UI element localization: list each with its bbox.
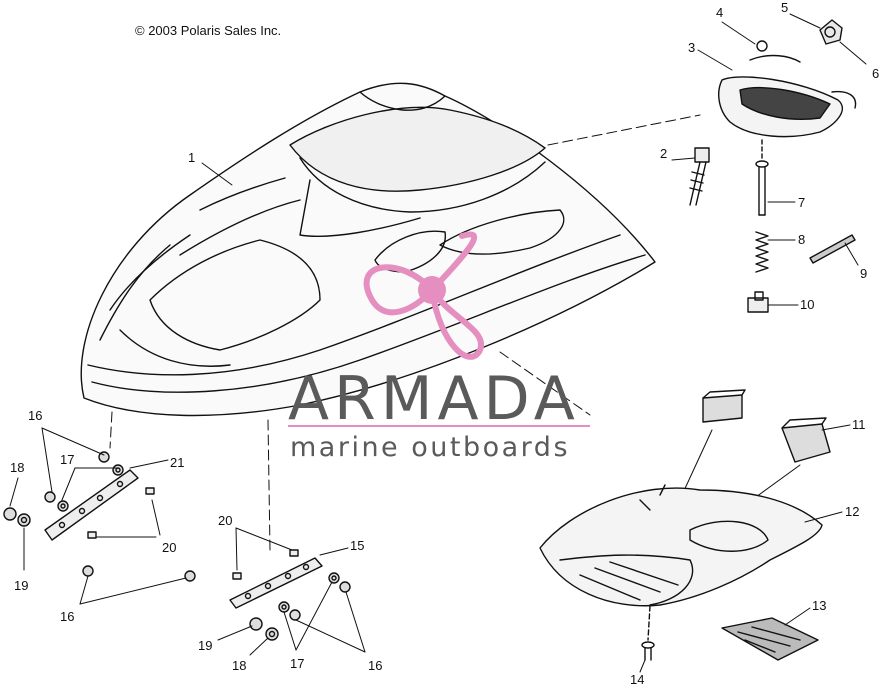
callout-19a: 19 bbox=[14, 578, 28, 593]
callout-21: 21 bbox=[170, 455, 184, 470]
headlight-part bbox=[718, 40, 857, 138]
bulb-part bbox=[819, 19, 843, 45]
watermark-subtitle: marine outboards bbox=[290, 432, 571, 463]
screen-plate-part bbox=[721, 617, 819, 661]
callout-12: 12 bbox=[845, 504, 859, 519]
callout-labels: 1 2 3 4 5 6 7 8 9 10 11 12 13 14 15 16 1… bbox=[10, 0, 879, 684]
callout-17b: 17 bbox=[290, 656, 304, 671]
callout-14: 14 bbox=[630, 672, 644, 684]
fastener-part bbox=[641, 641, 655, 661]
callout-5: 5 bbox=[781, 0, 788, 15]
callout-4: 4 bbox=[716, 5, 723, 20]
wire-part bbox=[809, 234, 856, 264]
bracket-left-part bbox=[44, 469, 139, 541]
callout-3: 3 bbox=[688, 40, 695, 55]
lower-pan-part bbox=[539, 484, 823, 641]
watermark-title: ARMADA bbox=[288, 364, 580, 434]
callout-9: 9 bbox=[860, 266, 867, 281]
watermark-divider bbox=[288, 425, 590, 427]
callout-15: 15 bbox=[350, 538, 364, 553]
screw-washer-set bbox=[3, 507, 279, 641]
nut-washer-set bbox=[44, 451, 351, 621]
adjust-screw-part bbox=[689, 147, 710, 206]
foam-block-part bbox=[702, 389, 831, 463]
callout-2: 2 bbox=[660, 146, 667, 161]
callout-19b: 19 bbox=[198, 638, 212, 653]
callout-18a: 18 bbox=[10, 460, 24, 475]
callout-11: 11 bbox=[852, 417, 866, 432]
callout-18b: 18 bbox=[232, 658, 246, 673]
callout-20a: 20 bbox=[218, 513, 232, 528]
watermark-logo-icon bbox=[363, 231, 485, 360]
callout-10: 10 bbox=[800, 297, 814, 312]
callout-8: 8 bbox=[798, 232, 805, 247]
callout-7: 7 bbox=[798, 195, 805, 210]
spring-part bbox=[755, 231, 769, 273]
callout-20b: 20 bbox=[162, 540, 176, 555]
callout-6: 6 bbox=[872, 66, 879, 81]
bracket-right-part bbox=[229, 557, 323, 609]
adjuster-nut-part bbox=[747, 291, 769, 313]
bolt-part bbox=[755, 139, 769, 216]
hood-part bbox=[80, 82, 656, 417]
callout-13: 13 bbox=[812, 598, 826, 613]
pin-set bbox=[87, 487, 299, 580]
callout-1: 1 bbox=[188, 150, 195, 165]
copyright-text: © 2003 Polaris Sales Inc. bbox=[135, 23, 282, 38]
callout-16c: 16 bbox=[368, 658, 382, 673]
callout-16a: 16 bbox=[28, 408, 42, 423]
callout-16b: 16 bbox=[60, 609, 74, 624]
callout-17a: 17 bbox=[60, 452, 74, 467]
